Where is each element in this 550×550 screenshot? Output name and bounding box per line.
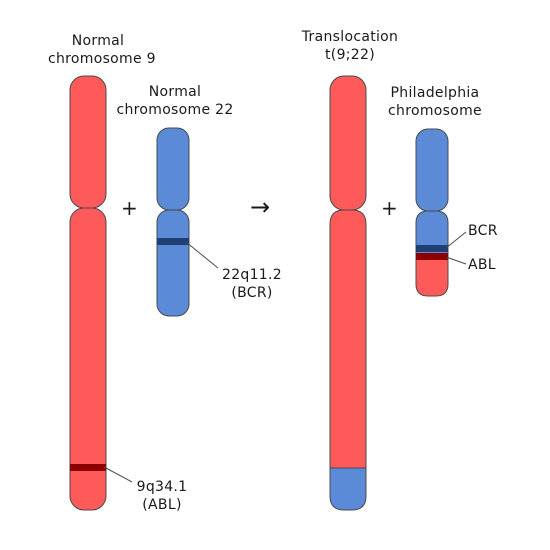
- normal-chr9-label-line1: Normal: [71, 33, 125, 49]
- ph-long-arm-red: [415, 255, 449, 297]
- ph-bcr-band: [416, 245, 448, 252]
- arrow-icon: →: [250, 193, 271, 221]
- derivative-chromosome-9: [329, 75, 367, 511]
- normal-chr9-label-line2: chromosome 9: [48, 51, 156, 67]
- normal-chromosome-22: [156, 127, 219, 317]
- chr22-bcr-band: [157, 238, 189, 245]
- translocation-label: Translocation t(9;22): [290, 28, 410, 64]
- normal-chr22-label: Normal chromosome 22: [111, 83, 239, 119]
- chr22-short-arm: [156, 127, 190, 211]
- plus-sign-right: +: [381, 196, 398, 220]
- band-22q-label-line2: (BCR): [231, 285, 273, 301]
- philadelphia-label-line1: Philadelphia: [390, 85, 480, 101]
- chr9-abl-band: [70, 464, 106, 471]
- philadelphia-label: Philadelphia chromosome: [377, 84, 493, 120]
- normal-chr22-label-line1: Normal: [148, 84, 202, 100]
- chr9-long-arm: [69, 207, 107, 511]
- translocation-label-line1: Translocation: [301, 29, 399, 45]
- normal-chr22-label-line2: chromosome 22: [116, 102, 234, 118]
- chr9-short-arm: [69, 75, 107, 209]
- plus-sign-left: +: [121, 196, 138, 220]
- chr9-band-leader: [103, 466, 133, 483]
- band-9q-label: 9q34.1 (ABL): [126, 478, 198, 514]
- band-22q-label-line1: 22q11.2: [222, 267, 282, 283]
- band-22q-label: 22q11.2 (BCR): [212, 266, 292, 302]
- ph-abl-leader: [445, 256, 467, 265]
- ph-short-arm: [415, 128, 449, 212]
- chr22-long-arm: [156, 209, 190, 317]
- bcr-label: BCR: [468, 223, 498, 239]
- philadelphia-chromosome: [415, 128, 467, 297]
- philadelphia-label-line2: chromosome: [388, 103, 482, 119]
- normal-chr9-label: Normal chromosome 9: [48, 32, 156, 68]
- ph-bcr-leader: [445, 231, 467, 249]
- der9-long-arm: [329, 209, 367, 469]
- normal-chromosome-9: [69, 75, 133, 511]
- abl-label: ABL: [468, 257, 496, 273]
- band-9q-label-line2: (ABL): [142, 497, 182, 513]
- ph-abl-band: [416, 253, 448, 260]
- der9-short-arm: [329, 75, 367, 211]
- translocation-label-line2: t(9;22): [325, 47, 375, 63]
- band-9q-label-line1: 9q34.1: [136, 479, 188, 495]
- der9-blue-segment: [329, 467, 367, 511]
- chr22-band-leader: [185, 241, 219, 269]
